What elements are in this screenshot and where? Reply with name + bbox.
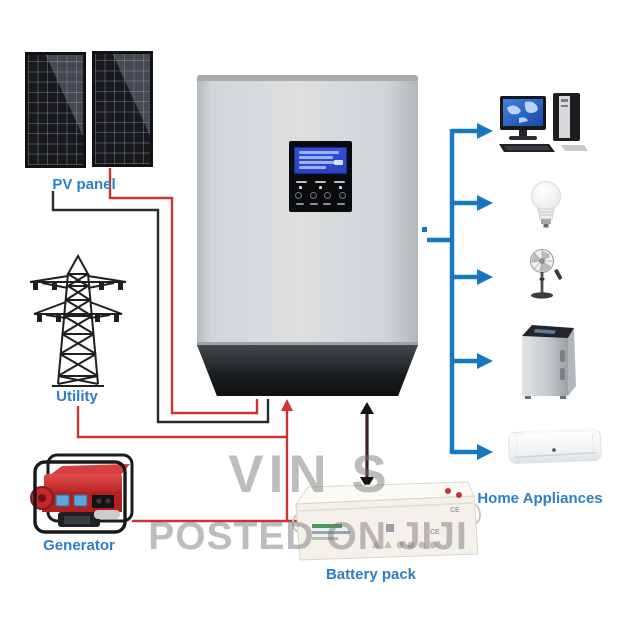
ce-mark: CE [430, 529, 440, 536]
inverter-unit [197, 75, 418, 347]
transmission-tower-icon [29, 253, 127, 387]
home-appliances-label: Home Appliances [477, 490, 603, 507]
generator-label: Generator [43, 537, 115, 554]
utility-wire [76, 406, 287, 439]
inverter-top-trim [197, 75, 418, 81]
watermark-line1: VIN S [228, 445, 392, 504]
desktop-computer-icon [499, 93, 588, 152]
insulator-dots [33, 283, 123, 322]
battery-arrow-up-icon [360, 402, 374, 414]
warning-icons [372, 541, 437, 549]
button-labels [296, 203, 345, 205]
air-conditioner-icon [508, 428, 602, 464]
arrow-to-computer-icon [477, 123, 493, 139]
ac-output-dot [422, 227, 427, 232]
inverter-body-shadow [197, 342, 418, 347]
inverter-control-panel [289, 141, 352, 212]
inverter-base [197, 345, 418, 396]
light-bulb-icon [531, 181, 561, 228]
lcd-display [294, 147, 347, 174]
battery-icon: CE CE [291, 481, 481, 561]
solar-panel-right-icon [92, 51, 153, 167]
utility-label: Utility [56, 388, 98, 405]
standing-fan-icon [530, 249, 563, 299]
watermark-line2: POSTED ON JIJI [148, 515, 468, 558]
battery-pack-label: Battery pack [325, 566, 417, 583]
status-labels [296, 181, 345, 183]
ce-mark-2: CE [450, 507, 460, 514]
washing-machine-icon [522, 325, 576, 399]
generator-icon [30, 453, 134, 534]
panel-buttons [295, 192, 346, 199]
arrow-to-ac-icon [477, 444, 493, 460]
arrow-to-washer-icon [477, 353, 493, 369]
ac-input-arrowhead [281, 399, 293, 411]
pv-positive-wire [108, 168, 259, 415]
pv-panel-label: PV panel [52, 176, 116, 193]
battery-arrow-down-icon [360, 477, 374, 489]
appliance-arrows [452, 123, 493, 460]
arrow-to-fan-icon [477, 269, 493, 285]
arrow-to-bulb-icon [477, 195, 493, 211]
pv-negative-wire [51, 191, 270, 424]
solar-panel-left-icon [25, 52, 86, 168]
status-led-icons [299, 186, 342, 189]
